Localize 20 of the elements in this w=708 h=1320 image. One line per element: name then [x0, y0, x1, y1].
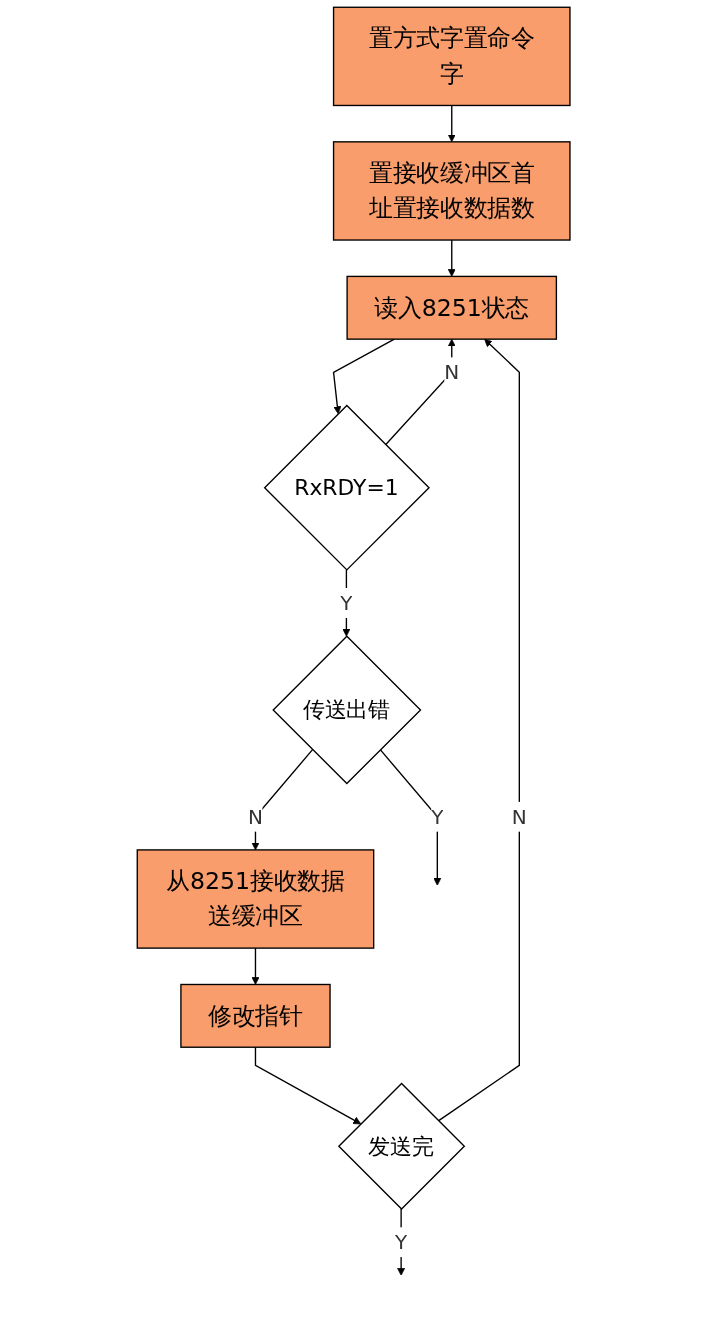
arrow: [255, 1046, 362, 1125]
edge-label: N: [444, 360, 460, 384]
arrow: [333, 338, 396, 415]
edge-label: Y: [395, 1230, 408, 1254]
edge-label: Y: [340, 591, 353, 615]
node-box: 读入8251状态: [346, 275, 558, 340]
node-box: 从8251接收数据送缓冲区: [136, 849, 375, 949]
arrow: [448, 239, 457, 277]
node-diamond: 传送出错: [272, 635, 422, 785]
edge-label: N: [512, 805, 528, 829]
node-box: 置方式字置命令字: [333, 6, 571, 107]
arrow: [438, 338, 521, 1122]
edge-label: N: [248, 805, 264, 829]
arrow: [448, 104, 457, 143]
node-diamond: RxRDY=1: [264, 404, 431, 571]
edge-label: Y: [431, 805, 444, 829]
node-box: 置接收缓冲区首址置接收数据数: [333, 141, 571, 241]
node-box: 修改指针: [180, 983, 332, 1048]
arrow: [251, 947, 260, 985]
node-diamond: 发送完: [338, 1082, 466, 1211]
